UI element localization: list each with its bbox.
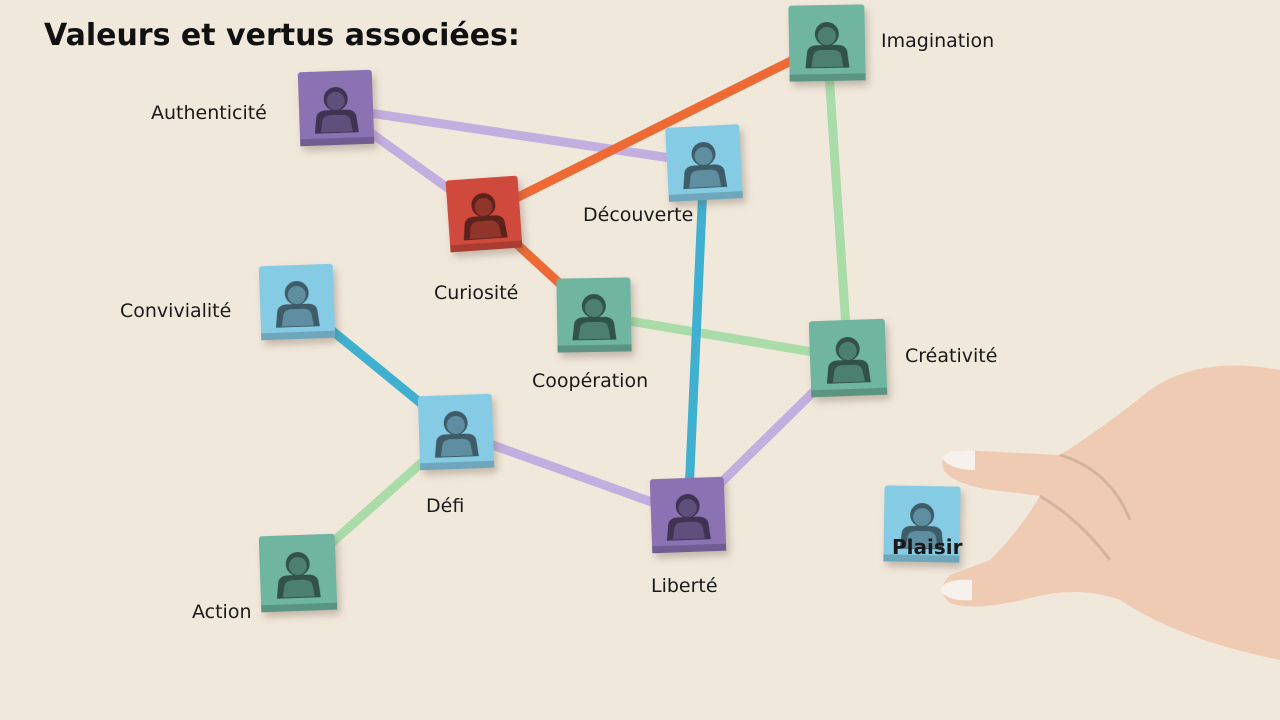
block-cooperation: [556, 277, 632, 353]
fingernail: [942, 450, 975, 470]
person-icon: [314, 87, 359, 134]
person-icon: [826, 337, 871, 384]
block-curiosite: [445, 175, 523, 253]
fingernail: [940, 579, 972, 601]
person-icon: [683, 142, 728, 190]
person-icon: [275, 281, 320, 328]
link-curiosite-imagination: [479, 38, 832, 219]
block-creativite: [808, 318, 888, 398]
block-convivialite: [258, 263, 336, 341]
block-action: [258, 533, 338, 613]
link-imagination-creativite: [822, 38, 853, 363]
hand-illustration: [940, 365, 1280, 660]
block-decouverte: [665, 124, 743, 202]
label-plaisir: Plaisir: [892, 535, 963, 559]
label-curiosite: Curiosité: [434, 282, 519, 304]
label-convivialite: Convivialité: [120, 300, 232, 322]
person-icon: [572, 294, 617, 341]
block-authenticite: [297, 69, 375, 147]
label-liberte: Liberté: [651, 575, 718, 597]
block-plaisir: [883, 485, 961, 563]
blocks-layer: [258, 4, 961, 613]
label-creativite: Créativité: [905, 345, 998, 367]
label-imagination: Imagination: [881, 30, 995, 52]
block-imagination: [788, 4, 866, 82]
label-cooperation: Coopération: [532, 370, 649, 392]
link-decouverte-liberte: [683, 158, 709, 520]
person-icon: [899, 503, 944, 550]
hand-shape: [942, 365, 1280, 660]
person-icon: [463, 193, 508, 241]
label-defi: Défi: [426, 495, 465, 517]
block-liberte: [649, 476, 727, 554]
link-cooperation-creativite: [589, 310, 853, 363]
label-action: Action: [192, 601, 252, 623]
label-decouverte: Découverte: [583, 204, 694, 226]
person-icon: [276, 552, 321, 599]
person-icon: [434, 411, 479, 458]
person-icon: [805, 22, 850, 69]
page-title: Valeurs et vertus associées:: [44, 18, 520, 53]
block-defi: [417, 393, 495, 471]
link-authenticite-decouverte: [331, 103, 709, 168]
link-defi-liberte: [451, 427, 693, 520]
person-icon: [666, 494, 711, 541]
label-authenticite: Authenticité: [151, 102, 267, 124]
